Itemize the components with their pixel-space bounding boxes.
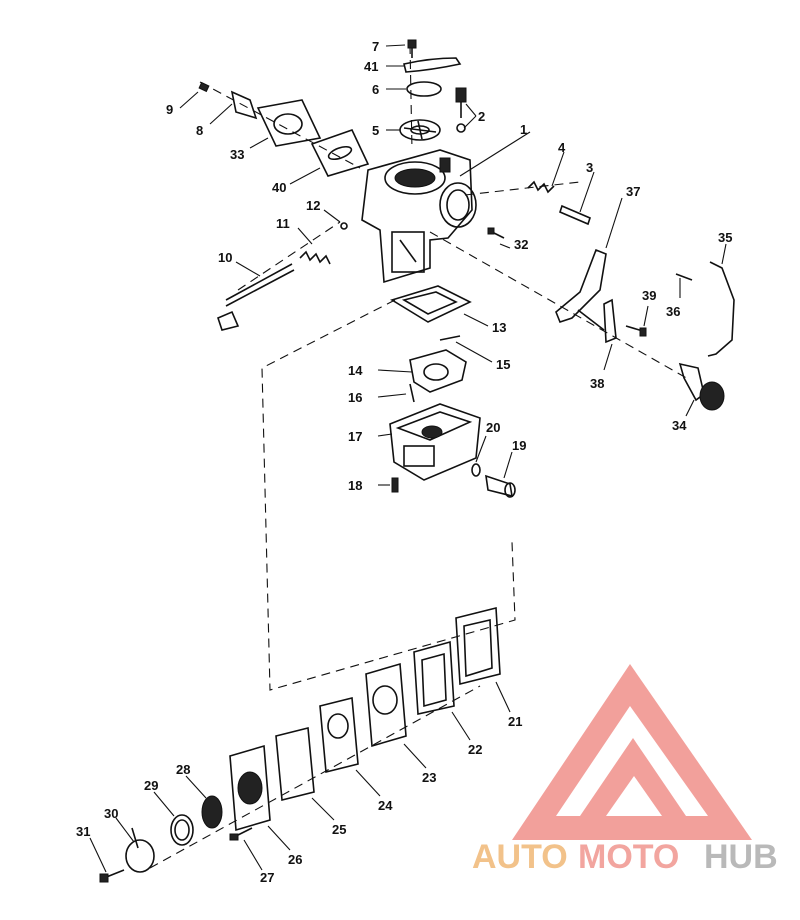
callout-23: 23 (422, 770, 436, 785)
callout-1: 1 (520, 122, 527, 137)
callout-15: 15 (496, 357, 510, 372)
callout-31: 31 (76, 824, 90, 839)
callout-12: 12 (306, 198, 320, 213)
callout-29: 29 (144, 778, 158, 793)
callout-8: 8 (196, 123, 203, 138)
watermark-brand-hub: HUB (704, 838, 778, 876)
callout-10: 10 (218, 250, 232, 265)
callout-14: 14 (348, 363, 363, 378)
callout-35: 35 (718, 230, 732, 245)
fuel-pump-stack (229, 606, 501, 841)
callout-41: 41 (364, 59, 378, 74)
gaskets-upper-left (198, 81, 370, 177)
callout-11: 11 (276, 216, 290, 231)
callout-3: 3 (586, 160, 593, 175)
callout-24: 24 (378, 798, 393, 813)
idle-screw-assembly (527, 180, 591, 226)
screw-32 (487, 227, 505, 239)
watermark-logo (512, 664, 752, 840)
callout-9: 9 (166, 102, 173, 117)
callout-33: 33 (230, 147, 244, 162)
throttle-shaft-assembly (217, 222, 348, 331)
callout-40: 40 (272, 180, 286, 195)
venturi-14 (409, 335, 467, 403)
pump-cover-parts (99, 795, 223, 883)
callout-6: 6 (372, 82, 379, 97)
callout-7: 7 (372, 39, 379, 54)
watermark-brand-moto: MOTO (578, 838, 679, 876)
callout-25: 25 (332, 822, 346, 837)
callout-36: 36 (666, 304, 680, 319)
top-parts (399, 39, 467, 141)
callout-38: 38 (590, 376, 604, 391)
watermark-brand-auto: AUTO (472, 838, 568, 876)
callout-26: 26 (288, 852, 302, 867)
callout-34: 34 (672, 418, 687, 433)
callout-5: 5 (372, 123, 379, 138)
callout-21: 21 (508, 714, 522, 729)
callout-32: 32 (514, 237, 528, 252)
gasket-13 (390, 285, 472, 323)
callout-30: 30 (104, 806, 118, 821)
assembly-dashed-lines (149, 44, 691, 869)
carburetor-body (361, 149, 477, 284)
leader-lines (89, 44, 727, 873)
callout-13: 13 (492, 320, 506, 335)
callout-4: 4 (558, 140, 566, 155)
callout-2: 2 (478, 109, 485, 124)
callout-22: 22 (468, 742, 482, 757)
fuel-bowl-17 (389, 403, 481, 481)
callout-20: 20 (486, 420, 500, 435)
callout-27: 27 (260, 870, 274, 885)
callout-16: 16 (348, 390, 362, 405)
callout-19: 19 (512, 438, 526, 453)
callout-39: 39 (642, 288, 656, 303)
bowl-fasteners (391, 463, 516, 498)
callout-37: 37 (626, 184, 640, 199)
choke-linkage (555, 248, 735, 411)
callout-labels: 1 2 3 4 5 6 7 8 9 10 11 12 13 14 15 16 1… (76, 39, 732, 885)
callout-18: 18 (348, 478, 362, 493)
callout-28: 28 (176, 762, 190, 777)
callout-17: 17 (348, 429, 362, 444)
